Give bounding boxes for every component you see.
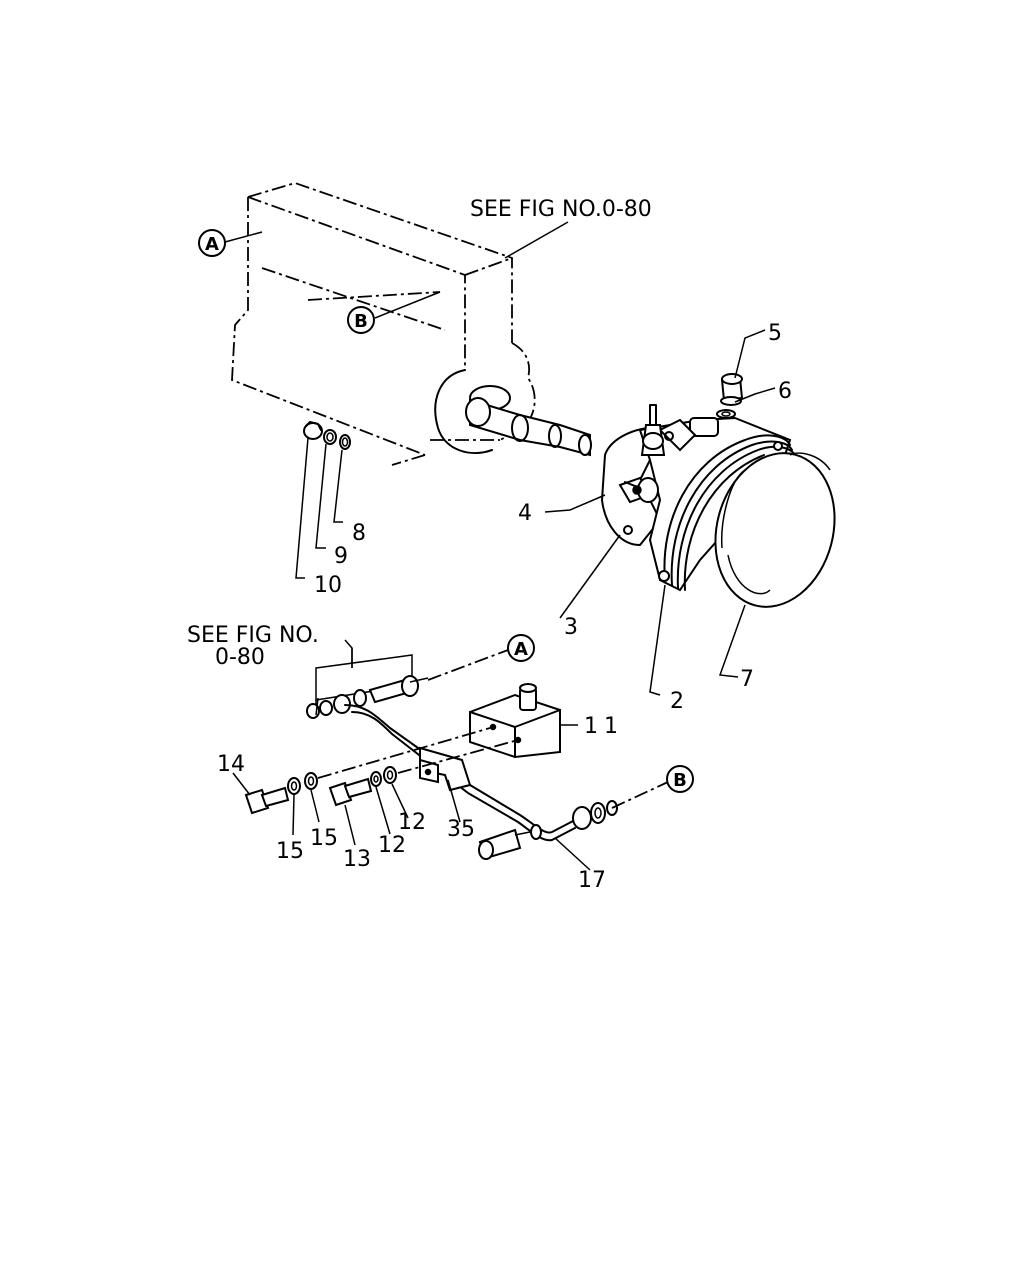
part-label-35: 35 xyxy=(447,817,475,842)
housing-assembly xyxy=(600,373,836,608)
part-label-12b: 12 xyxy=(398,810,426,835)
part-label-14: 14 xyxy=(217,752,245,777)
leader-lines xyxy=(224,221,776,871)
engine-block-outline xyxy=(231,182,592,466)
part-label-5: 5 xyxy=(768,321,782,346)
part-label-15a: 15 xyxy=(276,839,304,864)
part-label-17: 17 xyxy=(578,868,606,893)
part-label-3: 3 xyxy=(564,615,578,640)
ref-b-bottom-label: B xyxy=(673,770,687,791)
part-label-7: 7 xyxy=(740,667,754,692)
part-label-8: 8 xyxy=(352,521,366,546)
lower-assembly xyxy=(244,648,618,860)
see-fig-note-top: SEE FIG NO.0-80 xyxy=(470,197,652,222)
nut-and-washers-8-9-10 xyxy=(295,421,351,579)
part-label-6: 6 xyxy=(778,379,792,404)
part-label-4: 4 xyxy=(518,501,532,526)
part-label-11: 11 xyxy=(584,714,624,739)
part-label-9: 9 xyxy=(334,544,348,569)
part-label-15b: 15 xyxy=(310,826,338,851)
part-label-12a: 12 xyxy=(378,833,406,858)
ref-marker-b-top: B xyxy=(347,306,375,334)
see-fig-note-bottom-line1: SEE FIG NO. xyxy=(187,623,319,648)
see-fig-note-bottom-line2: 0-80 xyxy=(215,645,265,670)
part-label-10: 10 xyxy=(314,573,342,598)
ref-marker-b-bottom: B xyxy=(666,765,694,793)
part-label-13: 13 xyxy=(343,847,371,872)
ref-a-bottom-label: A xyxy=(514,639,528,660)
ref-b-top-label: B xyxy=(354,311,368,332)
ref-marker-a-top: A xyxy=(198,229,226,257)
ref-marker-a-bottom: A xyxy=(507,634,535,662)
part-label-2: 2 xyxy=(670,689,684,714)
ref-a-top-label: A xyxy=(205,234,219,255)
